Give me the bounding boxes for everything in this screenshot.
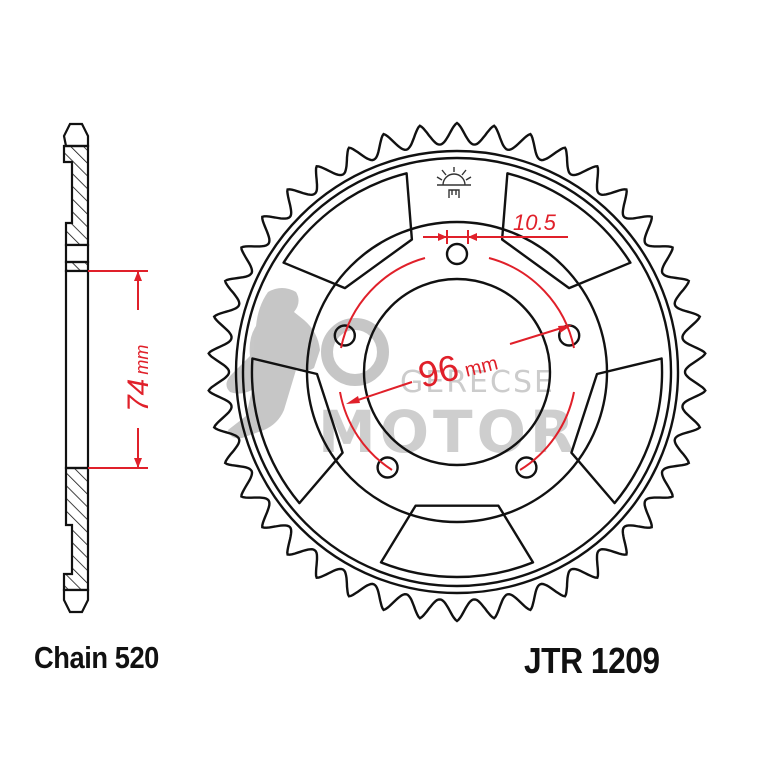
bolt-hole bbox=[445, 242, 469, 266]
bolt-circle-dimension bbox=[339, 257, 575, 471]
bolt-hole-value: 10.5 bbox=[513, 210, 557, 235]
jt-sun-logo-icon bbox=[436, 167, 472, 198]
side-tooth-top bbox=[62, 122, 90, 148]
inner-rim-inner bbox=[241, 156, 673, 588]
watermark: GERECSE MOTOR bbox=[226, 288, 579, 466]
bolt-hole bbox=[376, 456, 399, 479]
side-hub-bottom bbox=[62, 466, 90, 592]
side-hub-top bbox=[62, 144, 90, 247]
watermark-line2: MOTOR bbox=[318, 398, 579, 466]
bolt-hole-dimension bbox=[423, 230, 568, 244]
bolt-hole bbox=[333, 324, 356, 347]
inner-rim-outer bbox=[234, 149, 680, 595]
lightening-hole bbox=[282, 172, 414, 290]
sprocket-front-view bbox=[207, 121, 707, 623]
lightening-hole bbox=[379, 504, 535, 579]
bolt-holes bbox=[333, 242, 581, 479]
lightening-hole bbox=[500, 172, 632, 290]
chain-size-label: Chain 520 bbox=[34, 640, 159, 675]
center-bore bbox=[362, 277, 552, 467]
sprocket-teeth-outline bbox=[207, 121, 707, 623]
bore-dimension bbox=[88, 270, 148, 469]
bore-dimension-value: 74mm bbox=[122, 345, 155, 412]
side-view bbox=[62, 122, 90, 614]
side-tooth-bottom bbox=[62, 588, 90, 614]
watermark-line1: GERECSE bbox=[400, 365, 555, 400]
lightening-hole bbox=[250, 357, 344, 505]
part-number-label: JTR 1209 bbox=[524, 640, 660, 681]
bolt-hole bbox=[515, 456, 538, 479]
lightening-hole bbox=[570, 357, 664, 505]
lightening-holes bbox=[250, 172, 664, 579]
